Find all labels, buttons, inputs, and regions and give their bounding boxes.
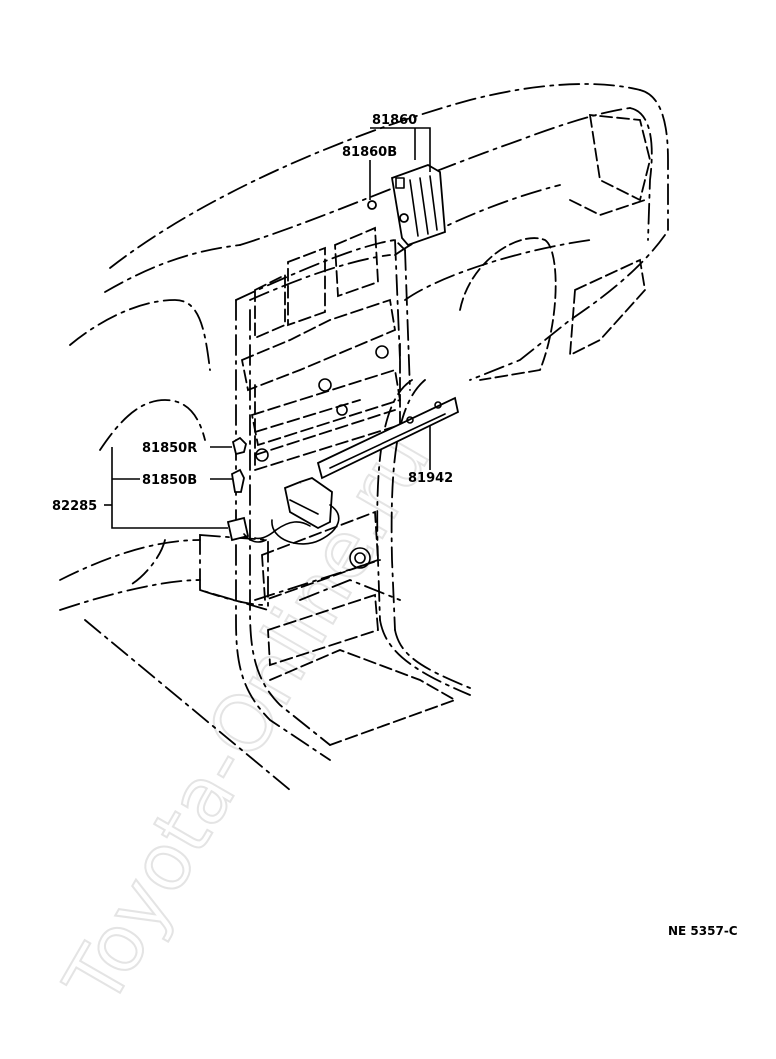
lighter-knob (349, 547, 371, 569)
bulb-81850r (231, 436, 247, 456)
part-81860-switch (367, 164, 446, 247)
label-81942: 81942 (408, 471, 453, 486)
bulb-81860b (367, 200, 377, 210)
label-81860: 81860 (372, 113, 417, 128)
part-81942-heater-control (316, 396, 460, 480)
watermark-text: Toyota-Online.ru (48, 418, 448, 1020)
audio-vent-panel (250, 339, 402, 569)
knob-top (318, 378, 332, 392)
knob-right (375, 345, 389, 359)
dashboard-outline (59, 83, 669, 791)
watermark: Toyota-Online.ru (47, 417, 449, 1021)
diagram-code: NE 5357-C (668, 924, 738, 938)
socket-82285 (226, 516, 250, 542)
ashtray-harness (254, 477, 340, 545)
center-console (199, 226, 476, 761)
bulb-81850b (231, 468, 245, 493)
left-bulbs (226, 436, 267, 543)
label-82285: 82285 (52, 499, 97, 514)
leader-lines (104, 127, 431, 529)
label-81850r: 81850R (142, 441, 197, 456)
label-81860b: 81860B (342, 145, 397, 160)
knob-mid (336, 404, 348, 416)
knob-left (255, 448, 269, 462)
label-81850b: 81850B (142, 473, 197, 488)
bulb-81860b-mounted (399, 213, 409, 223)
